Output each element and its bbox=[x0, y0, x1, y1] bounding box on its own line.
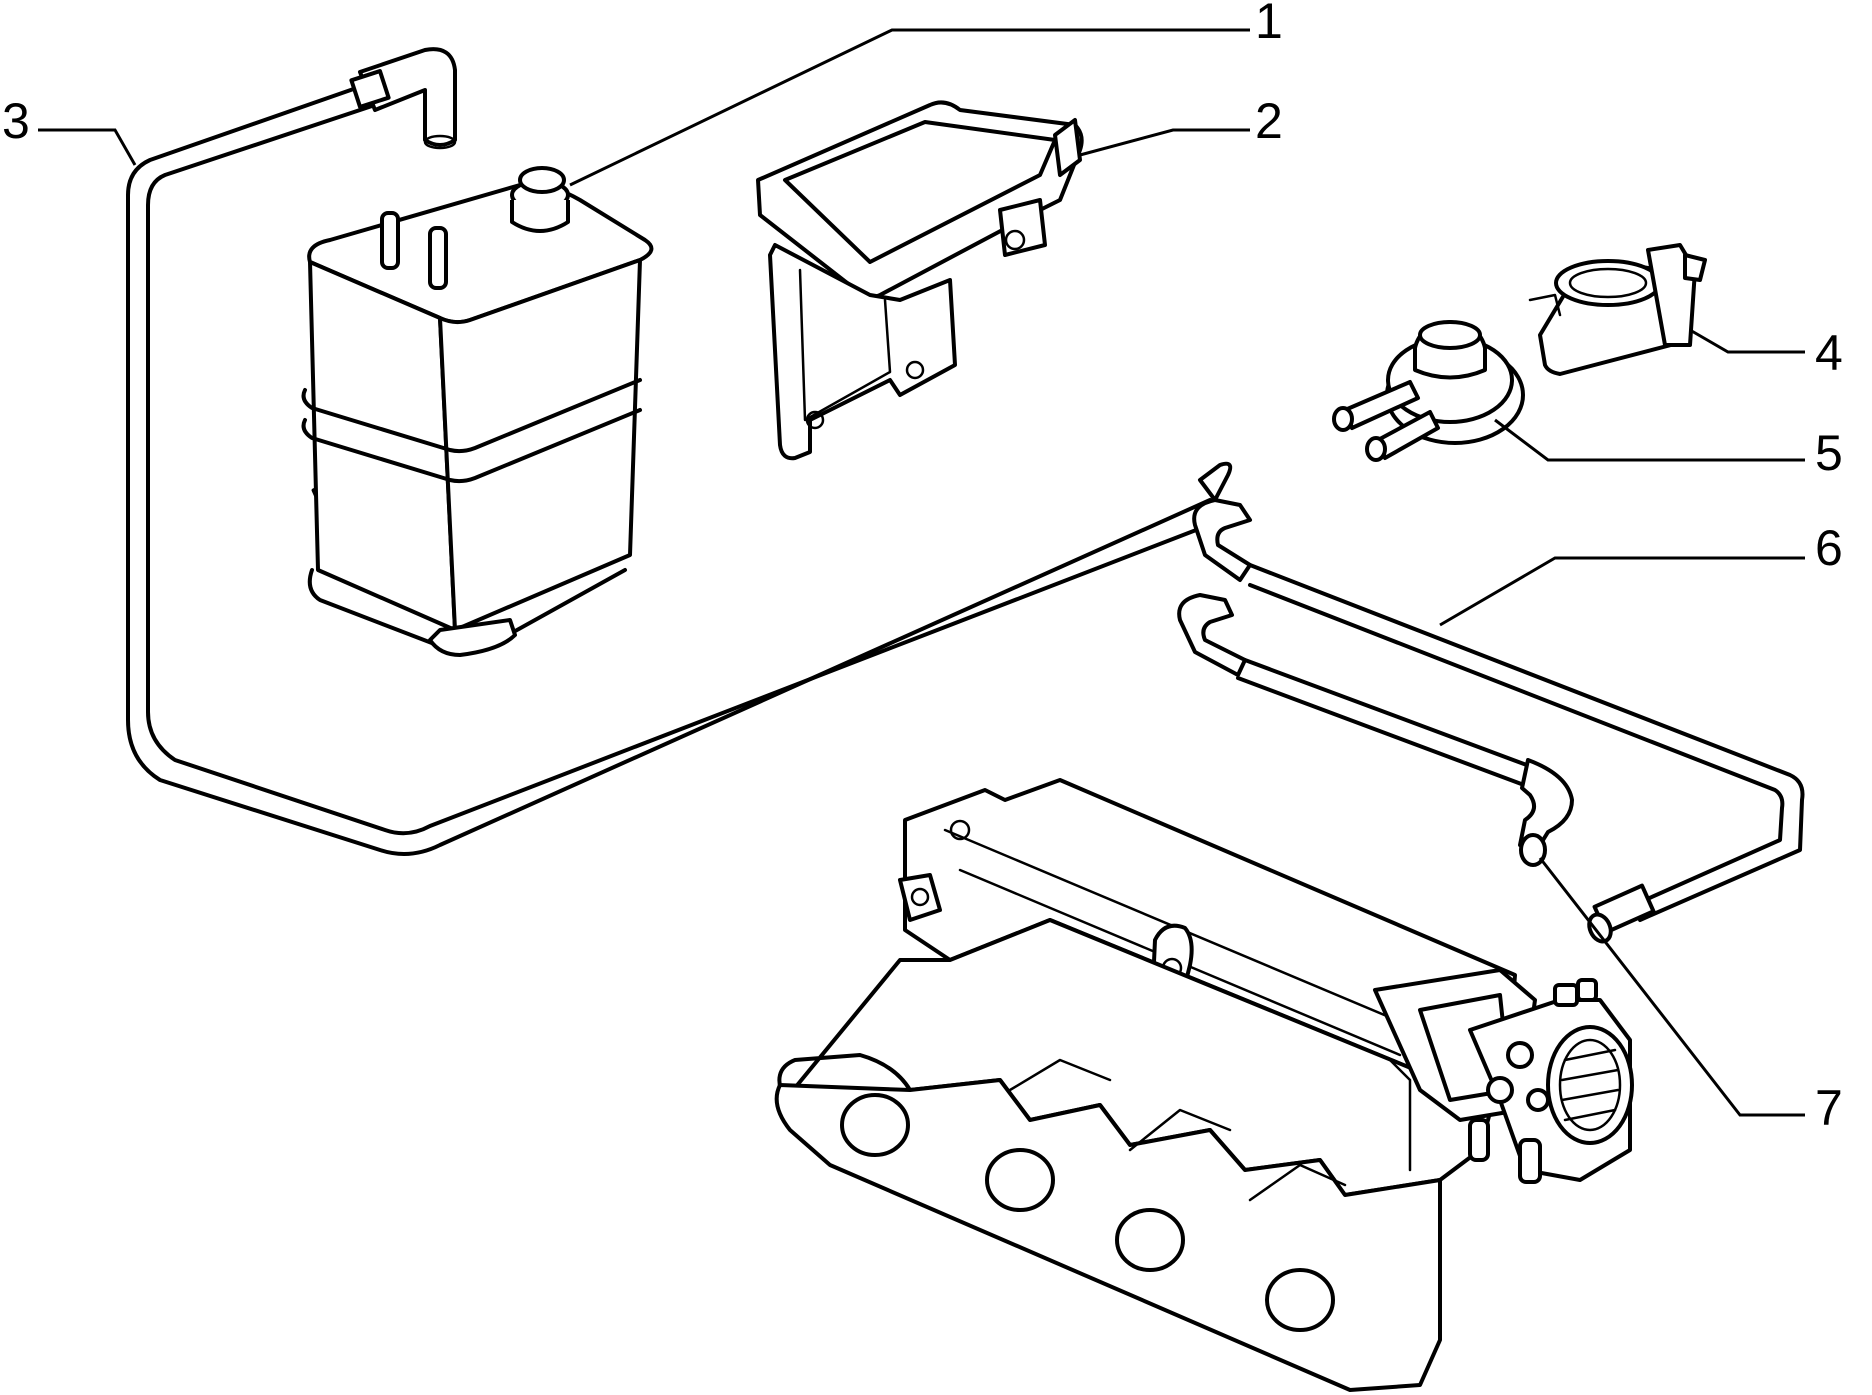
purge-valve-part-5 bbox=[1332, 320, 1525, 462]
callout-5: 5 bbox=[1815, 425, 1843, 481]
leader-2 bbox=[1079, 128, 1250, 157]
callout-1: 1 bbox=[1255, 0, 1283, 49]
leader-5 bbox=[1494, 418, 1805, 462]
carbon-canister-part-1 bbox=[301, 166, 654, 657]
callout-7: 7 bbox=[1815, 1080, 1843, 1136]
canister-bracket-part-2 bbox=[756, 100, 1084, 461]
leader-1 bbox=[569, 28, 1250, 187]
leader-lines bbox=[38, 28, 1805, 1117]
callout-labels: 1 2 3 4 5 6 7 bbox=[2, 0, 1843, 1136]
hose-part-7 bbox=[1177, 593, 1574, 867]
callout-6: 6 bbox=[1815, 520, 1843, 576]
leader-7 bbox=[1538, 857, 1805, 1117]
callout-3: 3 bbox=[2, 93, 30, 149]
callout-2: 2 bbox=[1255, 93, 1283, 149]
callout-4: 4 bbox=[1815, 325, 1843, 381]
leader-6 bbox=[1439, 556, 1805, 627]
leader-4 bbox=[1689, 328, 1805, 354]
leader-3 bbox=[38, 128, 137, 166]
hose-part-6 bbox=[1192, 498, 1805, 944]
valve-clamp-part-4 bbox=[1528, 243, 1707, 376]
intake-manifold bbox=[774, 778, 1634, 1392]
